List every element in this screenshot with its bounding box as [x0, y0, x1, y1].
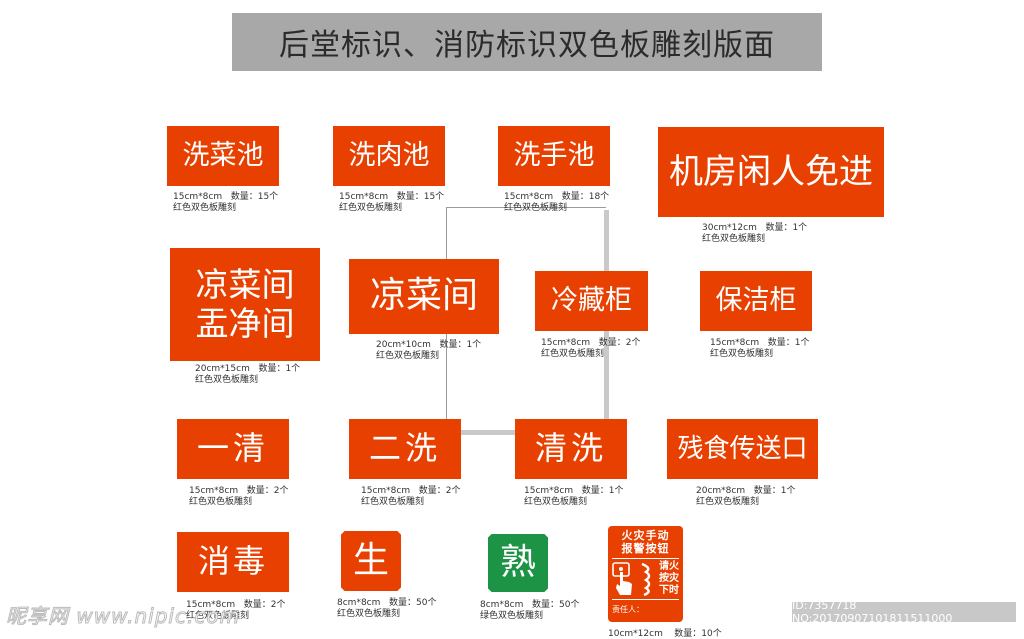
sign-caption: 15cm*8cm 数量：2个 红色双色板雕刻	[186, 600, 286, 621]
sign-machine-room: 机房闲人免进	[658, 127, 884, 217]
sign-caption: 15cm*8cm 数量：1个 红色双色板雕刻	[524, 486, 624, 507]
sign-caption: 15cm*8cm 数量：1个 红色双色板雕刻	[710, 338, 810, 359]
sign-caption: 15cm*8cm 数量：18个 红色双色板雕刻	[504, 192, 610, 213]
sign-wash-meat: 洗肉池	[333, 126, 445, 186]
sign-caption: 30cm*12cm 数量：1个 红色双色板雕刻	[702, 223, 808, 244]
sign-caption: 15cm*8cm 数量：2个 红色双色板雕刻	[541, 338, 641, 359]
connector-line	[446, 207, 606, 208]
sign-refrigerator: 冷藏柜	[535, 271, 648, 331]
fire-sign-header: 火灾手动 报警按钮	[621, 529, 670, 555]
sign-wash-vegetables: 洗菜池	[167, 126, 279, 186]
sign-second-wash: 二洗	[349, 419, 461, 479]
responsible-person-label: 责任人：	[612, 605, 644, 614]
flame-icon	[641, 562, 650, 596]
sign-caption: 20cm*8cm 数量：1个 红色双色板雕刻	[696, 486, 796, 507]
sign-caption: 20cm*15cm 数量：1个 红色双色板雕刻	[195, 364, 301, 385]
sign-cold-dish-room: 凉菜间	[349, 259, 499, 334]
fire-sign-side-text: 请火 按灾 下时	[659, 561, 679, 596]
sign-food-waste-chute: 残食传送口	[667, 419, 818, 479]
sign-raw: 生	[341, 531, 401, 591]
sign-caption: 15cm*8cm 数量：2个 红色双色板雕刻	[189, 486, 289, 507]
sign-cooked: 熟	[488, 534, 548, 592]
fire-sign-caption: 10cm*12cm 数量：10个	[608, 629, 722, 639]
sign-first-rinse: 一清	[177, 419, 289, 479]
fire-alarm-button-sign: 火灾手动 报警按钮 请火 按灾 下时 责任人：	[608, 526, 683, 622]
sign-caption: 15cm*8cm 数量：15个 红色双色板雕刻	[339, 192, 445, 213]
sign-caption: 8cm*8cm 数量：50个 绿色双色板雕刻	[480, 600, 580, 621]
image-id-bar: ID:7357718 NO:20170907101811511000	[792, 599, 1016, 625]
sign-caption: 15cm*8cm 数量：2个 红色双色板雕刻	[361, 486, 461, 507]
sign-wash: 清洗	[515, 419, 627, 479]
page-title: 后堂标识、消防标识双色板雕刻版面	[279, 28, 775, 63]
sign-wash-hands: 洗手池	[498, 126, 610, 186]
sign-cleaning-cabinet: 保洁柜	[700, 271, 812, 331]
sign-cold-dish-room-double: 凉菜间 盂净间	[170, 248, 320, 361]
sign-caption: 20cm*10cm 数量：1个 红色双色板雕刻	[376, 340, 482, 361]
sign-disinfection: 消毒	[177, 532, 289, 592]
title-bar: 后堂标识、消防标识双色板雕刻版面	[232, 13, 822, 71]
sign-caption: 15cm*8cm 数量：15个 红色双色板雕刻	[173, 192, 279, 213]
watermark: 昵享网 www.nipic.com	[5, 604, 241, 629]
hand-press-button-icon	[612, 562, 632, 595]
sign-caption: 8cm*8cm 数量：50个 红色双色板雕刻	[337, 598, 437, 619]
connector-line	[460, 430, 520, 435]
